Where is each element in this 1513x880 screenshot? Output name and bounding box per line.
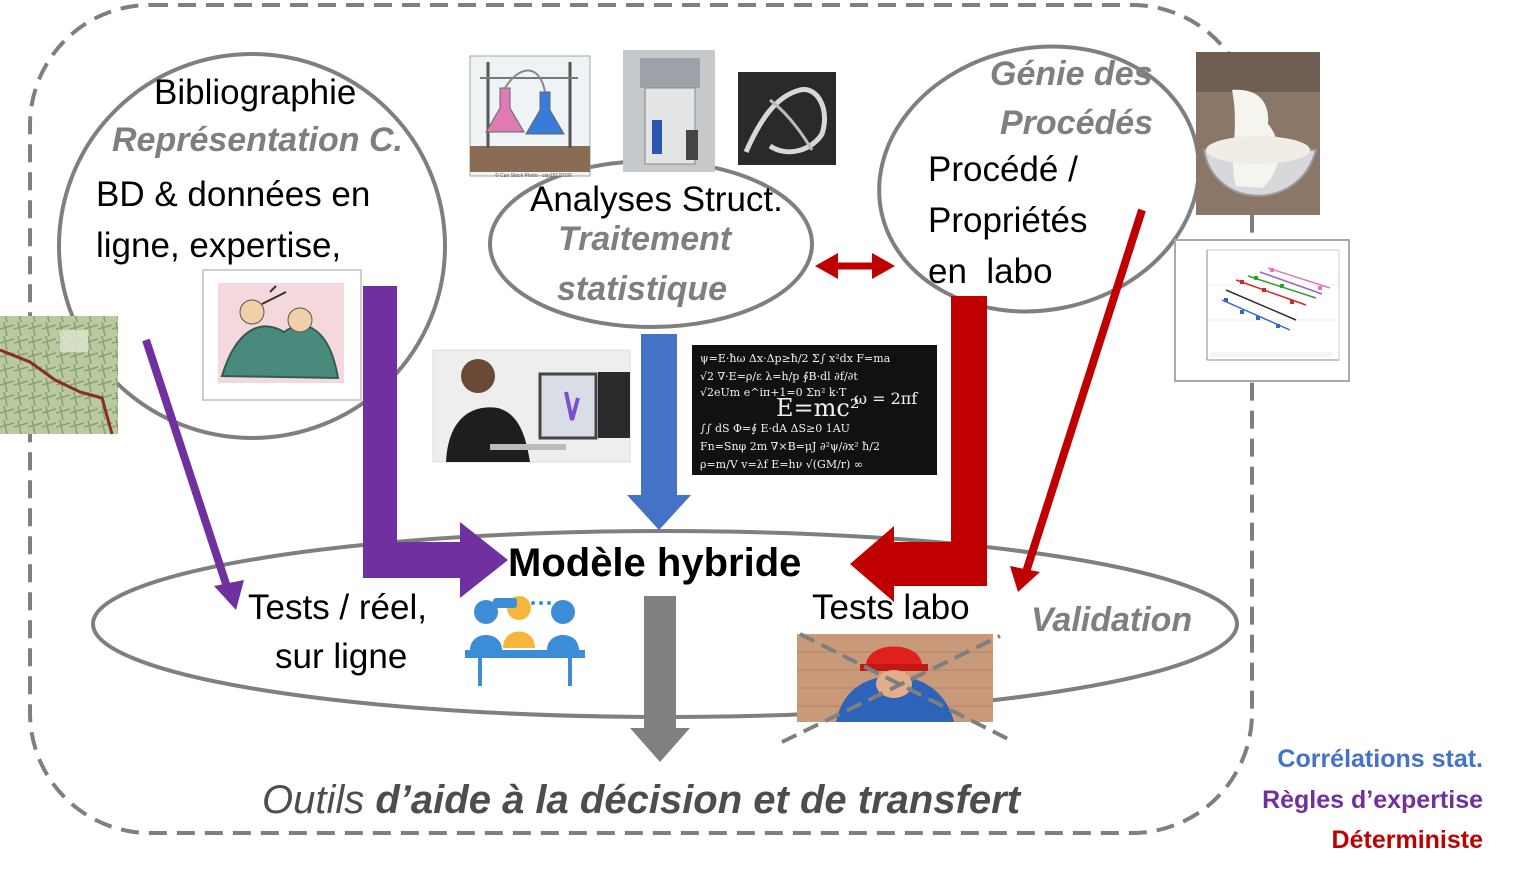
micrograph-image [738, 72, 836, 165]
genie-line-3: en labo [928, 252, 1053, 291]
footer-text: Outils d’aide à la décision et de transf… [262, 777, 1020, 823]
svg-text:Fn=Snφ 2m ∇×B=μJ ∂²ψ/∂x² ħ/2: Fn=Snφ 2m ∇×B=μJ ∂²ψ/∂x² ħ/2 [700, 440, 880, 453]
tests-real-1: Tests / réel, [248, 588, 427, 627]
tests-lab: Tests labo [812, 588, 970, 627]
stat-arrow [627, 334, 691, 530]
chart-thumbnail-image [1174, 239, 1350, 382]
outer-dashed-frame [28, 3, 1254, 835]
tests-real-2: sur ligne [275, 637, 408, 676]
svg-text:√2 ∇·E=ρ/ε λ=h/p ∮B·dl ∂f/∂t: √2 ∇·E=ρ/ε λ=h/p ∮B·dl ∂f/∂t [700, 370, 858, 383]
legend-stat: Corrélations stat. [1277, 745, 1483, 773]
genie-line-2: Propriétés [928, 201, 1088, 240]
determ-arrow-diagonal [1022, 208, 1146, 574]
formula-emc2: E=mc² [776, 394, 859, 422]
determ-arrowhead-diagonal [1010, 566, 1040, 592]
biblio-title: Bibliographie [154, 73, 357, 112]
cartoon-image [202, 269, 362, 401]
model-title: Modèle hybride [508, 541, 802, 585]
expert-arrowhead-diagonal [214, 580, 244, 610]
expert-arrow-elbow [363, 286, 508, 598]
genie-title-2: Procédés [1000, 104, 1154, 142]
footer-outils: Outils [262, 778, 365, 822]
meeting-icon [465, 596, 585, 686]
analyses-title: Analyses Struct. [530, 180, 783, 219]
double-arrow [815, 253, 895, 279]
cross-line-2 [799, 632, 1011, 742]
analyses-sub-1: Traitement [558, 220, 732, 258]
blackboard-image: ψ=E·ħω Δx·Δp≥ħ/2 Σ∫ x²dx F=ma √2 ∇·E=ρ/ε… [692, 345, 937, 475]
biblio-ellipse [57, 52, 447, 440]
photo-caption: © Can Stock Photo - csp15129106 [495, 172, 572, 179]
biblio-subtitle: Représentation C. [112, 121, 403, 159]
determ-arrow-elbow [850, 296, 987, 602]
cross-line-1 [781, 634, 1001, 744]
svg-text:ψ=E·ħω Δx·Δp≥ħ/2 Σ∫ x²dx F=ma: ψ=E·ħω Δx·Δp≥ħ/2 Σ∫ x²dx F=ma [700, 352, 891, 365]
genie-line-1: Procédé / [928, 150, 1078, 189]
expert-arrow-diagonal [142, 338, 232, 592]
analyses-sub-2: statistique [557, 270, 728, 308]
svg-text:√2eUm e^iπ+1=0 Σn² k·T: √2eUm e^iπ+1=0 Σn² k·T [700, 386, 847, 399]
person-computer-image [432, 349, 631, 463]
footer-decision: d’aide à la décision et de transfert [375, 778, 1021, 822]
map-image [0, 316, 118, 435]
svg-text:ρ=m/V v=λf E=hν √(GM/r) ∞: ρ=m/V v=λf E=hν √(GM/r) ∞ [700, 458, 863, 471]
mixer-image [1196, 52, 1320, 215]
biblio-line-1: BD & données en [96, 175, 371, 214]
legend-expert: Règles d’expertise [1262, 786, 1483, 814]
biblio-line-2: ligne, expertise, [96, 226, 342, 265]
validation-label: Validation [1031, 601, 1193, 639]
instrument-image [623, 50, 715, 172]
output-arrow [630, 596, 690, 762]
genie-title-1: Génie des [990, 55, 1153, 93]
legend-determ: Déterministe [1331, 826, 1483, 854]
svg-text:∫∫ dS Φ=∮ E·dA ΔS≥0 1AU: ∫∫ dS Φ=∮ E·dA ΔS≥0 1AU [700, 422, 850, 435]
lab-glassware-image: © Can Stock Photo - csp15129106 [469, 55, 591, 179]
formula-omega: ω = 2πf [854, 389, 918, 408]
